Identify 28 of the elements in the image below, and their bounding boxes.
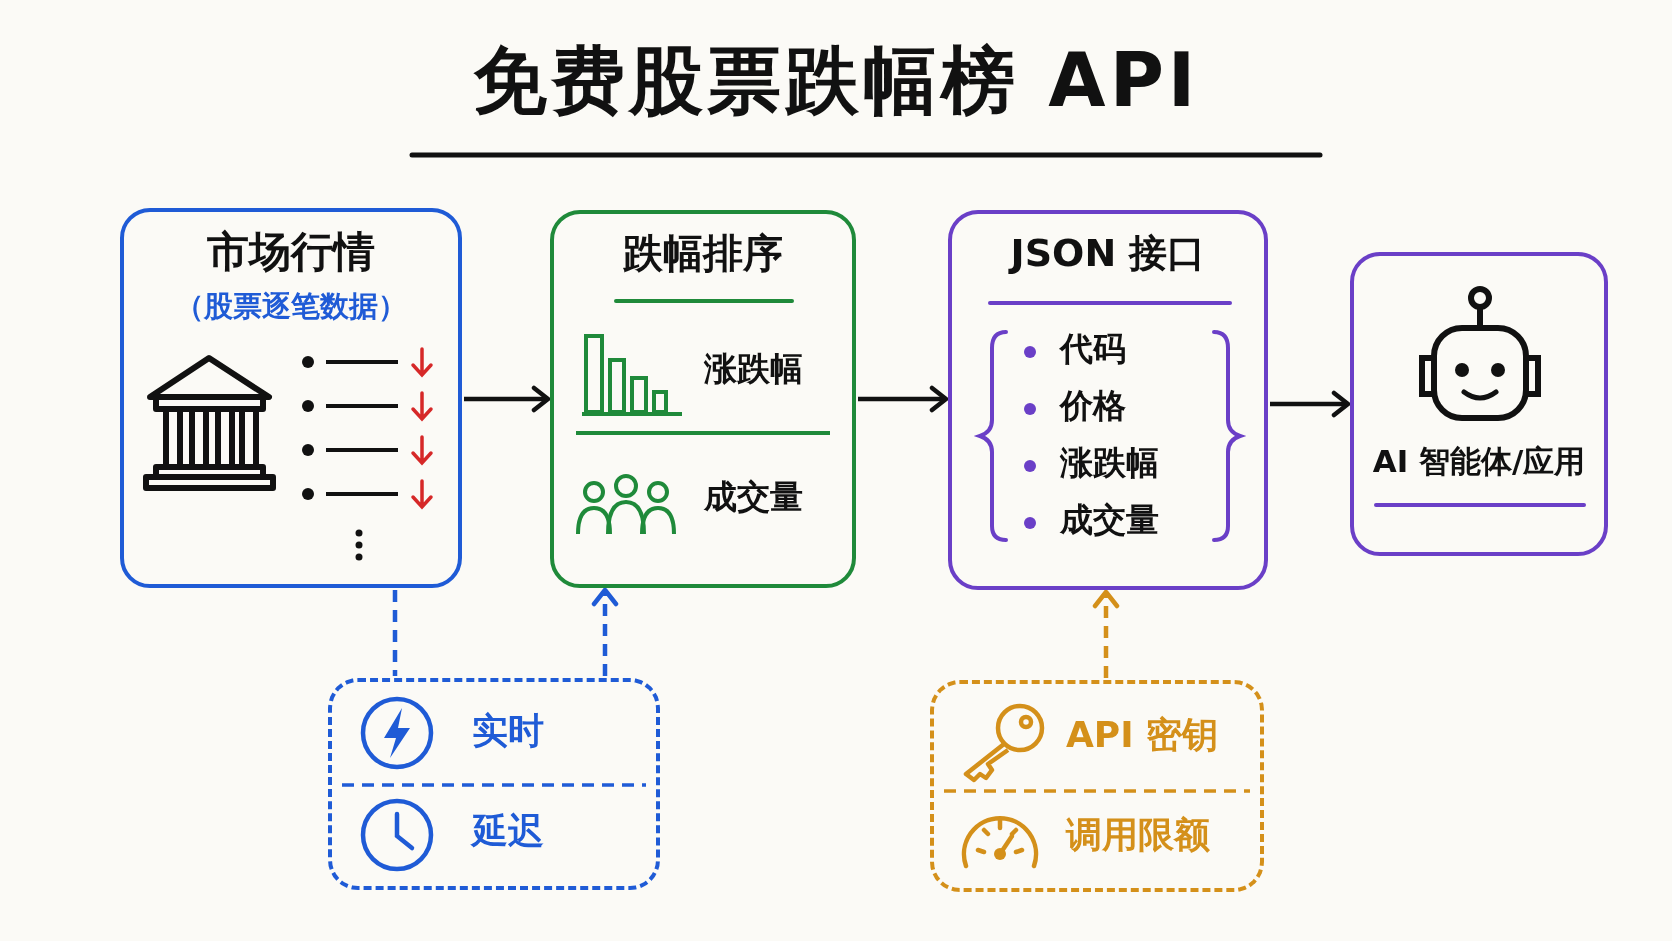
option-box <box>328 678 660 890</box>
box-title: 市场行情 <box>206 228 376 277</box>
arrow <box>858 385 949 413</box>
metric-label: 涨跌幅 <box>704 350 803 388</box>
option-box <box>930 680 1264 892</box>
metric-label: 成交量 <box>704 478 803 516</box>
arrow <box>591 587 619 676</box>
arrow <box>1092 589 1120 678</box>
option-label: API 密钥 <box>1066 714 1219 756</box>
box-title: JSON 接口 <box>1007 232 1207 276</box>
field-name: 成交量 <box>1060 501 1159 539</box>
field-name: 代码 <box>1060 330 1126 368</box>
option-label: 延迟 <box>472 810 544 852</box>
sorting-box <box>550 210 856 588</box>
option-label: 实时 <box>472 710 544 752</box>
connector-line <box>392 590 398 676</box>
arrow <box>1270 390 1351 418</box>
api-box <box>948 210 1268 590</box>
option-label: 调用限额 <box>1066 814 1210 856</box>
box-title: AI 智能体/应用 <box>1371 444 1587 480</box>
field-name: 价格 <box>1060 387 1126 425</box>
title: 免费股票跌幅榜 API <box>471 38 1201 124</box>
box-title: 跌幅排序 <box>622 230 784 276</box>
data-source-box <box>120 208 462 588</box>
client-box <box>1350 252 1608 556</box>
box-subtitle: （股票逐笔数据） <box>174 290 408 324</box>
field-name: 涨跌幅 <box>1060 444 1159 482</box>
arrow <box>464 385 551 413</box>
